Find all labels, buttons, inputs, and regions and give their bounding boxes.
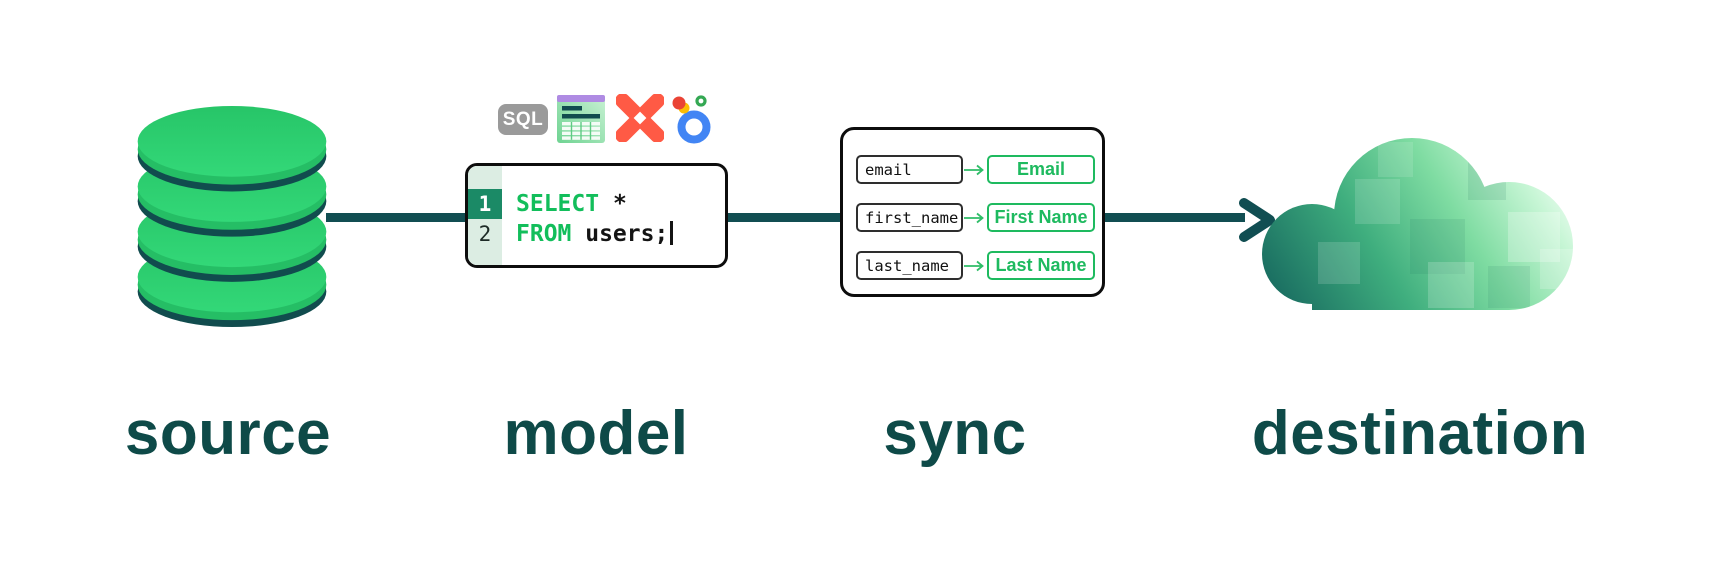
looker-icon <box>672 95 711 144</box>
sql-editor: 1 2 SELECT * FROM users; <box>465 163 728 268</box>
source-field-box: first_name <box>856 203 963 232</box>
flow-connector-source-model <box>326 213 467 222</box>
mapping-row: first_name First Name <box>856 203 1102 232</box>
destination-field-box: Last Name <box>987 251 1095 280</box>
mapping-arrow-icon <box>963 212 987 224</box>
stage-label-model: model <box>503 399 689 468</box>
mapping-arrow-icon <box>963 260 987 272</box>
mapping-arrow-icon <box>963 164 987 176</box>
text-cursor <box>670 221 674 245</box>
field-mapping-panel: email Email first_name First Name last_n… <box>840 127 1105 297</box>
flow-arrowhead-icon <box>1239 198 1275 242</box>
sql-code: * <box>599 191 627 217</box>
dbt-icon <box>616 94 664 142</box>
flow-connector-model-sync <box>726 213 842 222</box>
sql-keyword: SELECT <box>516 191 600 217</box>
flow-connector-sync-destination <box>1103 213 1245 222</box>
stage-label-source: source <box>124 399 332 468</box>
mapping-row: last_name Last Name <box>856 251 1102 280</box>
line-number-2: 2 <box>478 222 492 246</box>
destination-cloud-icon <box>1262 138 1573 310</box>
sql-code: users; <box>571 221 669 247</box>
source-field-box: email <box>856 155 963 184</box>
destination-field-box: First Name <box>987 203 1095 232</box>
mapping-row: email Email <box>856 155 1102 184</box>
code-line-1: SELECT * <box>516 189 673 219</box>
source-field-box: last_name <box>856 251 963 280</box>
stage-label-destination: destination <box>1251 399 1589 468</box>
source-database-icon <box>137 105 327 328</box>
sql-badge: SQL <box>498 104 548 135</box>
stage-label-sync: sync <box>883 399 1027 468</box>
code-area: SELECT * FROM users; <box>502 166 674 265</box>
sql-keyword: FROM <box>516 221 572 247</box>
destination-field-box: Email <box>987 155 1095 184</box>
line-number-1: 1 <box>468 189 502 219</box>
line-number-gutter: 1 2 <box>468 166 502 265</box>
code-line-2: FROM users; <box>516 219 674 249</box>
spreadsheet-icon <box>557 95 605 143</box>
